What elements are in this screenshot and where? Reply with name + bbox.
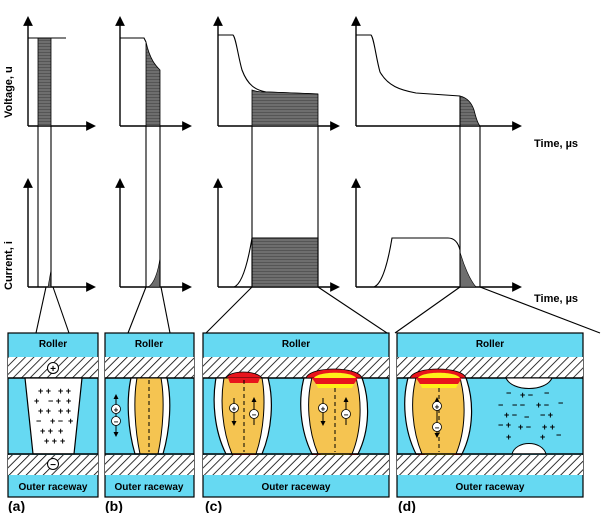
raceway-label-c: Outer raceway	[262, 482, 331, 493]
svg-text:−: −	[556, 430, 561, 440]
svg-text:+ −: + −	[520, 390, 533, 400]
svg-text:−: −	[506, 388, 511, 398]
svg-text:+: +	[321, 405, 326, 414]
svg-text:+: +	[50, 364, 56, 375]
contact-box-c: Roller + − + − Outer raceway	[202, 332, 390, 498]
contact-box-b: Roller + − Outer raceway	[104, 332, 195, 498]
svg-text:−: −	[544, 388, 549, 398]
svg-text:+: +	[34, 396, 39, 406]
panel-label-a: (a)	[8, 498, 25, 513]
svg-text:− −: − −	[512, 400, 525, 410]
contact-box-d: Roller + − −+ −− −− −+ −− + −−− + − ++ −…	[396, 332, 584, 498]
svg-text:+ +: + +	[40, 426, 53, 436]
panel-label-b: (b)	[105, 498, 123, 513]
svg-text:+: +	[60, 436, 65, 446]
current-shaded-area-c	[251, 237, 319, 288]
time-axis-title-top: Time, µs	[534, 138, 578, 150]
svg-text:+: +	[68, 416, 73, 426]
svg-text:+ +: + +	[542, 422, 555, 432]
svg-text:+ +: + +	[38, 406, 51, 416]
ion-cloud-d: −+ −− −− −+ −− + −−− + − ++ −+ + ++−	[498, 388, 563, 442]
ion-cloud-a: + ++ + +− ++ + ++ + −+ −+ + ++ + ++	[34, 386, 73, 446]
svg-text:+ −: + −	[504, 410, 517, 420]
svg-text:−: −	[36, 416, 41, 426]
roller-label-a: Roller	[39, 339, 67, 350]
raceway-label-d: Outer raceway	[456, 482, 525, 493]
panel-label-d: (d)	[398, 498, 416, 513]
svg-text:+ +: + +	[44, 436, 57, 446]
svg-text:− +: − +	[48, 396, 61, 406]
svg-text:+: +	[435, 403, 440, 412]
svg-text:+ −: + −	[536, 400, 549, 410]
roller-label-b: Roller	[135, 339, 163, 350]
plot-c	[205, 16, 388, 334]
svg-text:−: −	[114, 418, 119, 427]
voltage-shaded-area-b	[145, 41, 161, 127]
voltage-shaded-area-a	[37, 37, 52, 127]
svg-text:+: +	[58, 426, 63, 436]
svg-text:−: −	[435, 424, 440, 433]
plot-a	[23, 16, 96, 334]
svg-text:+ +: + +	[58, 406, 71, 416]
svg-text:+: +	[66, 396, 71, 406]
time-axis-title-bottom: Time, µs	[534, 293, 578, 305]
svg-text:−: −	[524, 412, 529, 422]
svg-text:−: −	[344, 411, 349, 420]
raceway-label-a: Outer raceway	[19, 482, 88, 493]
svg-text:+ +: + +	[38, 386, 51, 396]
voltage-shaded-area-c	[251, 89, 319, 127]
plot-d	[351, 16, 601, 334]
svg-text:− +: − +	[498, 420, 511, 430]
roller-label-d: Roller	[476, 339, 504, 350]
svg-text:−: −	[50, 460, 56, 471]
svg-text:− +: − +	[540, 410, 553, 420]
current-shaded-area-b	[147, 257, 161, 288]
voltage-axis-title: Voltage, u	[3, 66, 15, 118]
current-axis-title: Current, i	[3, 241, 15, 290]
svg-text:−: −	[498, 400, 503, 410]
svg-text:+ −: + −	[50, 416, 63, 426]
roller-label-c: Roller	[282, 339, 310, 350]
svg-text:+ −: + −	[518, 422, 531, 432]
current-shaded-area-d	[459, 251, 477, 288]
svg-text:−: −	[558, 398, 563, 408]
svg-text:+: +	[114, 406, 119, 415]
plot-b	[115, 16, 192, 334]
contact-box-a: Roller + + ++ + +− ++ + ++ + −+ −+ + ++ …	[7, 332, 99, 498]
raceway-label-b: Outer raceway	[115, 482, 184, 493]
panel-label-c: (c)	[205, 498, 222, 513]
svg-text:+: +	[540, 432, 545, 442]
svg-text:+: +	[232, 405, 237, 414]
svg-text:−: −	[252, 411, 257, 420]
svg-text:+ +: + +	[58, 386, 71, 396]
voltage-shaded-area-d	[459, 95, 481, 127]
svg-text:+: +	[506, 432, 511, 442]
